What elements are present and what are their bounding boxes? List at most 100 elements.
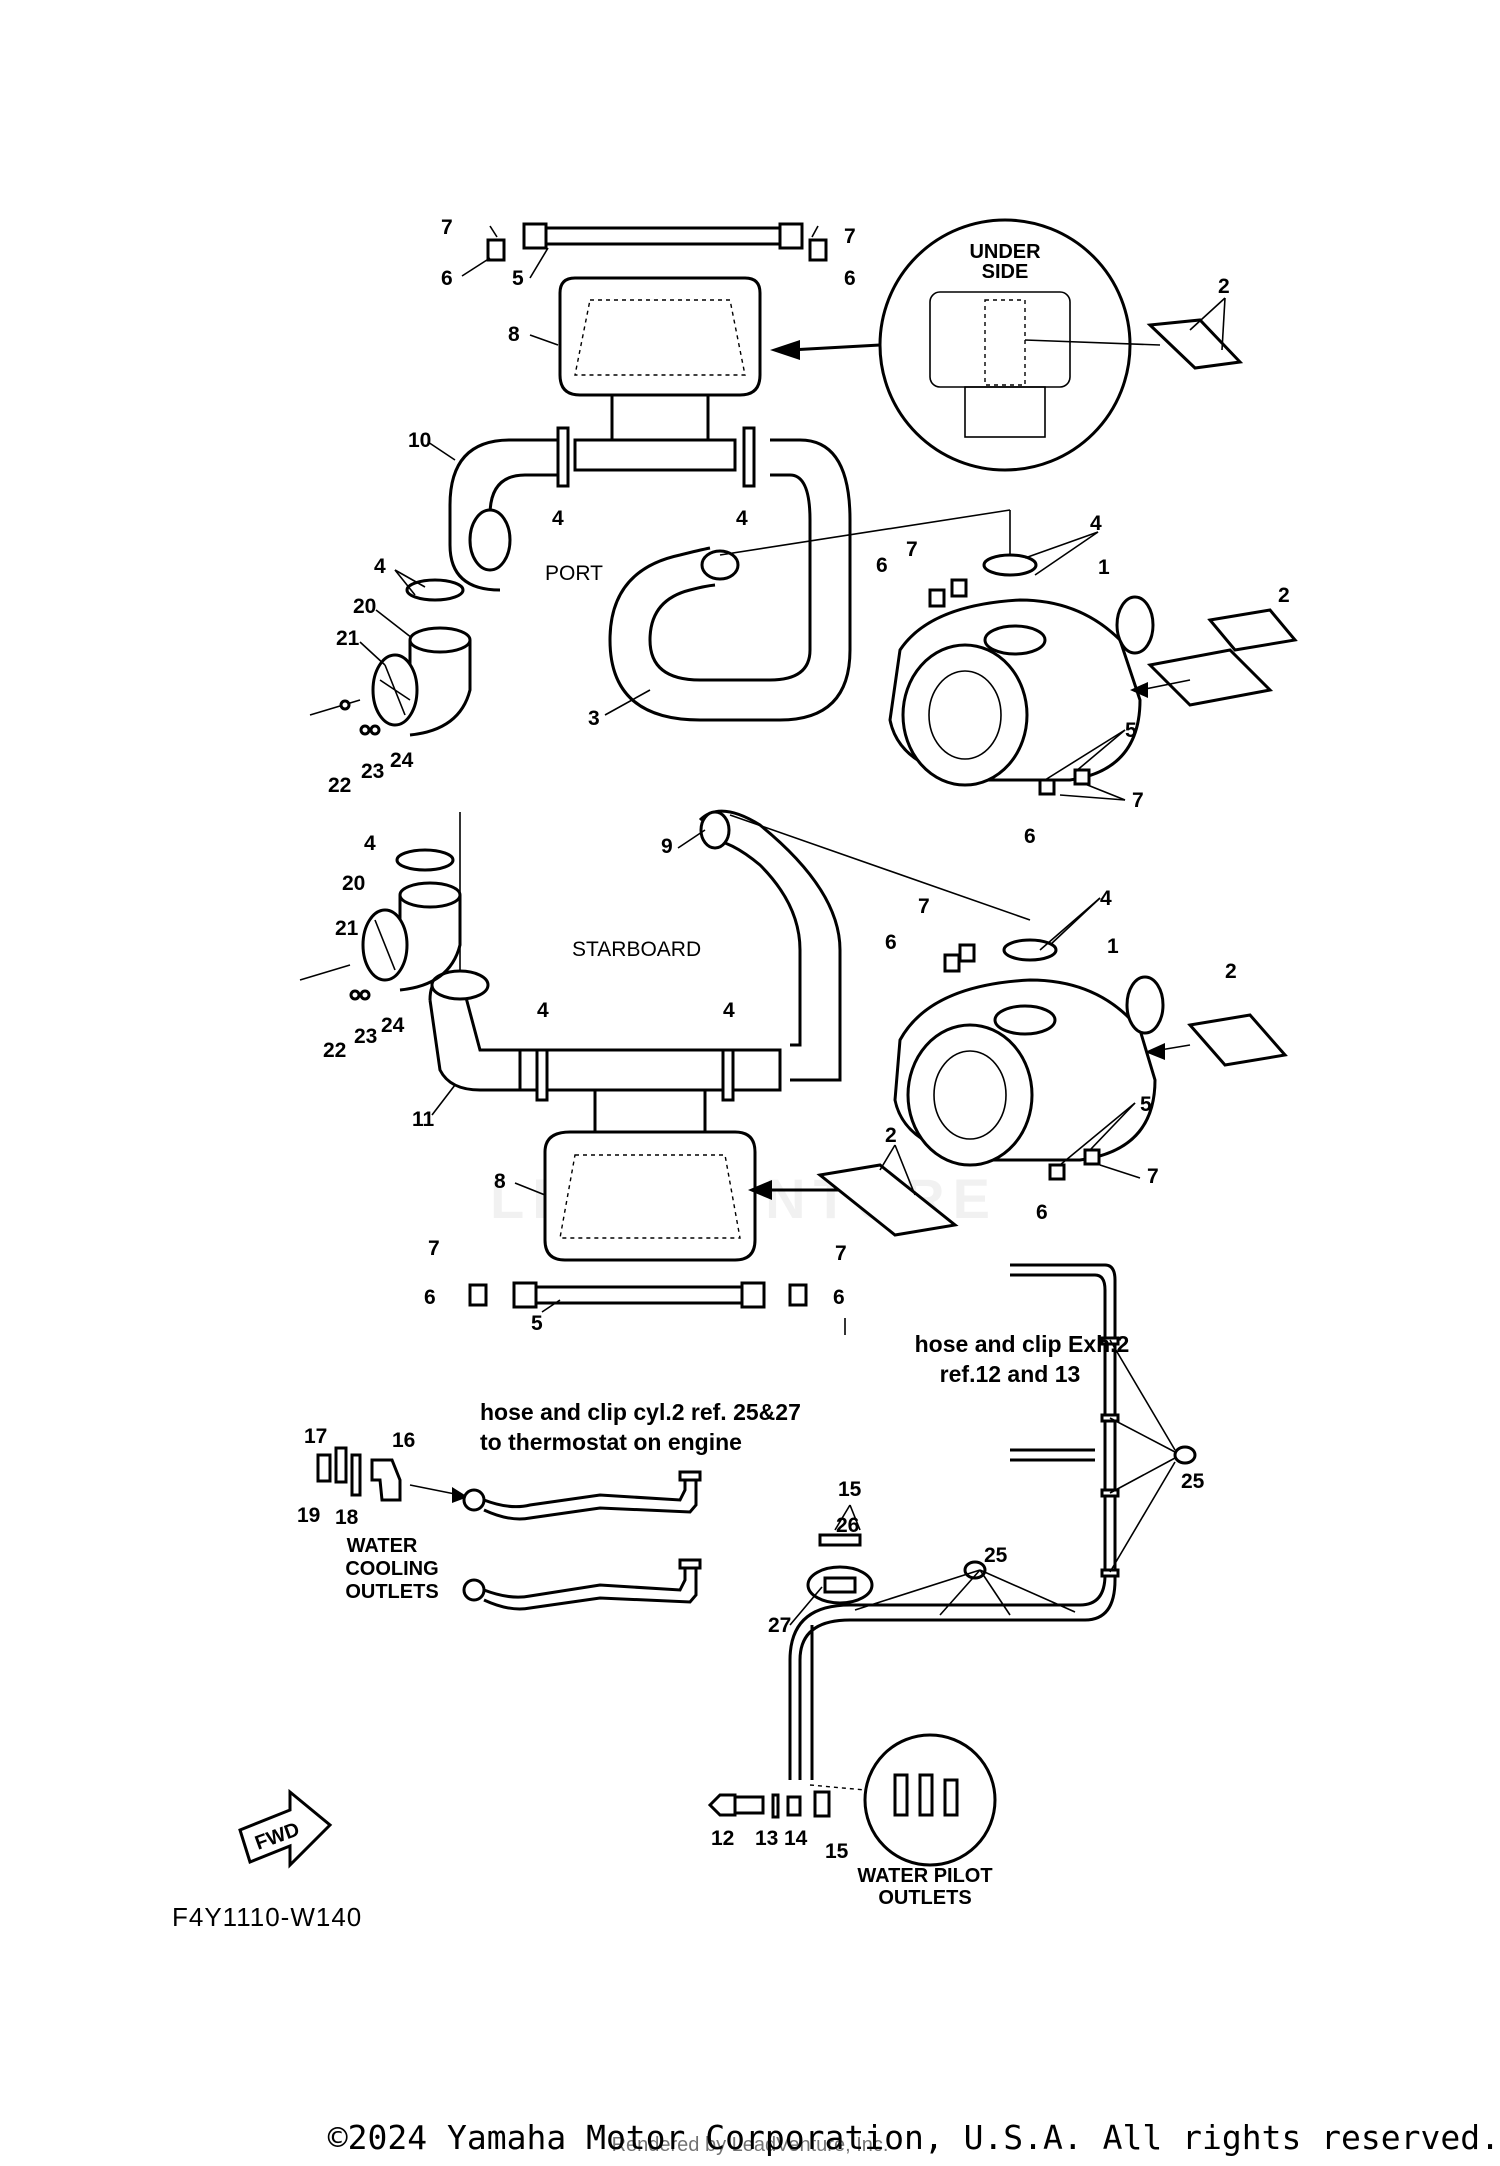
rendered-by-notice: Rendered by LeadVenture, Inc. — [611, 2134, 889, 2156]
part-4-clamp-band-1[interactable] — [556, 426, 570, 488]
part-4-clamp-ring-starboard-right[interactable] — [1002, 938, 1058, 962]
copyright-notice: ©2024 Yamaha Motor Corporation, U.S.A. A… — [327, 2118, 1500, 2157]
hose-exh-note-1: hose and clip Exh.2 — [915, 1331, 1130, 1357]
callout-20: 20 — [353, 595, 376, 618]
part-6-bracket-top-right[interactable] — [808, 238, 828, 262]
hose-cylinder-lower[interactable] — [462, 1558, 702, 1611]
callout-6: 6 — [876, 554, 888, 577]
part-10-hose[interactable] — [448, 438, 560, 592]
callout-8: 8 — [508, 323, 520, 346]
callout-5: 5 — [1140, 1093, 1152, 1116]
callout-12: 12 — [711, 1827, 734, 1850]
callout-17: 17 — [304, 1425, 327, 1448]
callout-14: 14 — [784, 1827, 808, 1850]
water-cooling-label-2: COOLING — [345, 1558, 438, 1580]
part-6-bracket-top-left[interactable] — [486, 238, 506, 262]
callout-6: 6 — [885, 931, 897, 954]
callout-4: 4 — [537, 999, 549, 1022]
callouts: 7 6 5 7 6 8 2 10 4 4 4 7 6 1 2 4 20 21 3… — [297, 216, 1290, 1863]
callout-6: 6 — [1024, 825, 1036, 848]
callout-25: 25 — [984, 1544, 1008, 1567]
callout-26: 26 — [836, 1514, 859, 1537]
hose-exhaust-upper[interactable] — [850, 1263, 1117, 1622]
callout-7: 7 — [918, 895, 930, 918]
part-9-hose[interactable] — [698, 809, 842, 1082]
part-17-gasket[interactable] — [334, 1446, 348, 1484]
leader-lines — [359, 247, 1226, 1626]
part-5-strap-bottom[interactable] — [512, 1281, 766, 1309]
callout-16: 16 — [392, 1429, 415, 1452]
callout-2: 2 — [1218, 275, 1230, 298]
part-21-cover-port[interactable] — [371, 653, 419, 727]
diagram-code: F4Y1110-W140 — [172, 1902, 362, 1932]
hose-cyl-note-1: hose and clip cyl.2 ref. 25&27 — [480, 1399, 801, 1425]
part-8-air-box-port[interactable] — [558, 276, 762, 449]
hose-exh-note-2: ref.12 and 13 — [940, 1361, 1081, 1387]
callout-6: 6 — [833, 1286, 845, 1309]
callout-9: 9 — [661, 835, 673, 858]
part-21-cover-starboard[interactable] — [361, 908, 409, 982]
part-2-pad-starboard[interactable] — [1187, 1013, 1288, 1067]
callout-24: 24 — [390, 749, 414, 772]
part-4-clamp-ring-port-right[interactable] — [982, 553, 1038, 577]
callout-18: 18 — [335, 1506, 359, 1529]
part-11-hose[interactable] — [428, 969, 520, 1092]
inset-arrow-line — [789, 343, 881, 352]
callout-4: 4 — [1090, 512, 1102, 535]
part-22-23-24-fasteners-starboard[interactable] — [299, 964, 371, 1001]
part-12-outlet[interactable] — [707, 1793, 765, 1817]
callout-7: 7 — [428, 1237, 440, 1260]
part-5-strap-top[interactable] — [522, 222, 804, 250]
part-1-air-cleaner-port[interactable] — [888, 595, 1155, 787]
inset-arrow-head — [770, 340, 800, 360]
callout-11: 11 — [412, 1108, 435, 1131]
part-8-air-box-starboard[interactable] — [543, 1088, 757, 1262]
part-15-26-connector[interactable] — [818, 1533, 862, 1547]
part-3-hose[interactable] — [608, 438, 852, 722]
part-6-bracket-bottom-left[interactable] — [468, 1283, 488, 1307]
starboard-label: STARBOARD — [572, 938, 701, 961]
hose-cylinder-upper[interactable] — [462, 1470, 702, 1521]
hose-exhaust-lower[interactable] — [788, 1603, 851, 1780]
callout-24: 24 — [381, 1014, 405, 1037]
part-16-elbow-fitting[interactable] — [370, 1458, 402, 1502]
part-4-clamp-ring-starboard-left[interactable] — [395, 848, 455, 872]
callout-4: 4 — [1100, 887, 1112, 910]
part-22-23-24-fasteners-port[interactable] — [309, 699, 381, 736]
part-2-pads-port[interactable] — [1146, 608, 1298, 707]
part-6-7-brackets-starboard-cleaner[interactable] — [943, 943, 1101, 1181]
part-1-air-cleaner-starboard[interactable] — [893, 975, 1165, 1167]
part-18-washer[interactable] — [350, 1453, 362, 1497]
part-4-clamp-ring-port-left[interactable] — [405, 578, 465, 602]
callout-2: 2 — [1225, 960, 1237, 983]
part-13-ring[interactable] — [771, 1793, 780, 1819]
callout-4: 4 — [374, 555, 386, 578]
callout-23: 23 — [354, 1025, 377, 1048]
callout-7: 7 — [844, 225, 856, 248]
hose-cyl-note-2: to thermostat on engine — [480, 1429, 742, 1455]
callout-6: 6 — [424, 1286, 436, 1309]
water-pilot-section: hose and clip Exh.2 ref.12 and 13 WATER … — [707, 1263, 1197, 1909]
callout-21: 21 — [335, 917, 359, 940]
part-14-nut[interactable] — [786, 1795, 802, 1817]
callout-2: 2 — [1278, 584, 1290, 607]
callout-13: 13 — [755, 1827, 778, 1850]
part-2-pad-underside[interactable] — [1146, 318, 1244, 370]
part-4-clamp-band-3[interactable] — [535, 1048, 549, 1102]
part-2-pad-starboard-box[interactable] — [816, 1163, 959, 1237]
callout-1: 1 — [1107, 935, 1119, 958]
part-4-clamp-band-4[interactable] — [721, 1048, 735, 1102]
part-6-bracket-bottom-right[interactable] — [788, 1283, 808, 1307]
callout-7: 7 — [1147, 1165, 1159, 1188]
part-19-fitting[interactable] — [316, 1453, 332, 1483]
callout-3: 3 — [588, 707, 600, 730]
callout-4: 4 — [736, 507, 748, 530]
water-cooling-section: hose and clip cyl.2 ref. 25&27 to thermo… — [316, 1399, 801, 1611]
part-4-clamp-band-2[interactable] — [742, 426, 756, 488]
part-6-7-brackets-port-cleaner[interactable] — [928, 578, 1091, 796]
callout-27: 27 — [768, 1614, 791, 1637]
part-15-clip[interactable] — [813, 1790, 831, 1818]
callout-4: 4 — [723, 999, 735, 1022]
part-27-junction[interactable] — [806, 1565, 874, 1605]
